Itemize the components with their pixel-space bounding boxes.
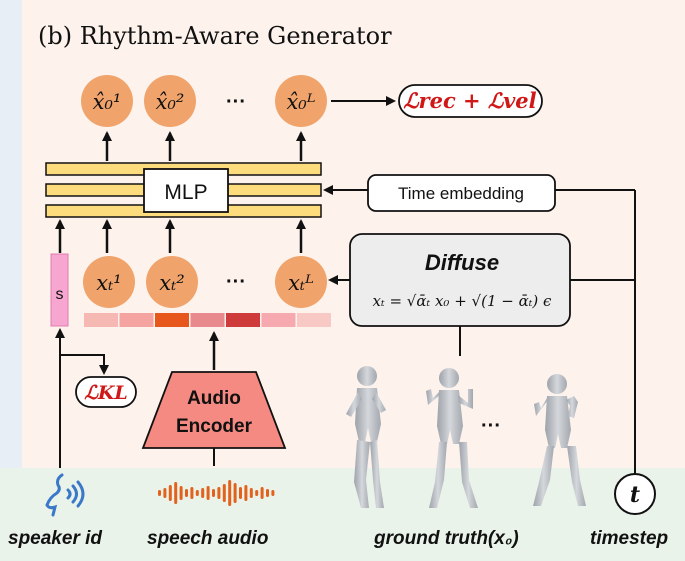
ground-truth-ellipsis: ··· bbox=[481, 415, 501, 437]
output-node-1: x̂₀¹ bbox=[81, 75, 133, 127]
mlp-label: MLP bbox=[164, 181, 207, 204]
timestep-label: timestep bbox=[590, 528, 668, 549]
timestep-node: t bbox=[614, 473, 656, 515]
output-node-L-label: x̂₀ᴸ bbox=[286, 90, 315, 114]
ground-truth-figure-2 bbox=[426, 368, 478, 508]
waveform-bar bbox=[239, 487, 242, 499]
waveform-bar bbox=[217, 487, 221, 499]
ground-truth-figure-1 bbox=[346, 366, 386, 508]
input-node-1-label: xₜ¹ bbox=[96, 271, 121, 295]
waveform-bar bbox=[266, 489, 269, 497]
input-node-1: xₜ¹ bbox=[83, 256, 135, 308]
kl-loss-label: ℒKL bbox=[84, 382, 128, 404]
ground-truth-label: ground truth(x₀) bbox=[373, 528, 519, 549]
audio-feature-segment bbox=[297, 313, 331, 327]
audio-feature-segment bbox=[119, 313, 154, 327]
mlp-block: MLP bbox=[45, 162, 322, 218]
rec-vel-loss-label: ℒrec + ℒvel bbox=[403, 88, 536, 113]
time-embedding-box: Time embedding bbox=[367, 174, 556, 212]
input-node-L: xₜᴸ bbox=[275, 256, 327, 308]
timestep-symbol: t bbox=[630, 482, 640, 508]
waveform-bar bbox=[168, 485, 172, 501]
waveform-bar bbox=[206, 486, 210, 500]
speaker-icon bbox=[45, 473, 85, 517]
audio-encoder-line1: Audio bbox=[187, 388, 241, 409]
waveform-bar bbox=[174, 482, 178, 504]
waveform-bar bbox=[244, 485, 248, 501]
input-node-L-label: xₜᴸ bbox=[288, 271, 314, 295]
diffuse-title: Diffuse bbox=[425, 250, 499, 275]
waveform-bar bbox=[233, 483, 237, 503]
input-node-2-label: xₜ² bbox=[159, 271, 184, 295]
speaker-token-label: s bbox=[56, 286, 64, 303]
output-node-2: x̂₀² bbox=[144, 75, 196, 127]
waveform-bar bbox=[163, 488, 167, 498]
audio-feature-strip bbox=[84, 313, 331, 327]
speaker-token: s bbox=[50, 253, 69, 327]
speech-audio-label: speech audio bbox=[147, 528, 268, 549]
input-node-2: xₜ² bbox=[146, 256, 198, 308]
diffuse-formula: xₜ = √ᾱₜ x₀ + √(1 − ᾱₜ) ϵ bbox=[373, 292, 553, 310]
panel-title: (b) Rhythm-Aware Generator bbox=[38, 22, 392, 50]
waveform-bar bbox=[185, 489, 188, 497]
ground-truth-figure-3 bbox=[533, 374, 586, 506]
waveform-bar bbox=[212, 489, 215, 497]
rec-vel-loss-box: ℒrec + ℒvel bbox=[398, 84, 543, 118]
output-node-2-label: x̂₀² bbox=[156, 90, 185, 114]
waveform-bar bbox=[255, 490, 259, 496]
audio-feature-segment bbox=[226, 313, 260, 327]
waveform-bar bbox=[190, 487, 194, 499]
audio-feature-segment bbox=[155, 313, 189, 327]
kl-loss-box: ℒKL bbox=[75, 376, 137, 408]
output-node-L: x̂₀ᴸ bbox=[275, 75, 327, 127]
audio-feature-segment bbox=[261, 313, 296, 327]
audio-encoder: Audio Encoder bbox=[141, 371, 287, 449]
waveform-bar bbox=[179, 486, 183, 500]
time-embedding-label: Time embedding bbox=[398, 184, 524, 203]
speech-waveform-icon bbox=[158, 480, 275, 506]
audio-encoder-line2: Encoder bbox=[176, 416, 253, 437]
input-ellipsis: ··· bbox=[226, 271, 246, 293]
bottom-band bbox=[0, 468, 685, 561]
waveform-bar bbox=[222, 484, 226, 502]
audio-feature-segment bbox=[190, 313, 225, 327]
audio-feature-segment bbox=[84, 313, 118, 327]
waveform-bar bbox=[195, 490, 199, 496]
waveform-bar bbox=[158, 490, 161, 496]
kl-branch-arrow bbox=[60, 354, 109, 375]
waveform-bar bbox=[228, 480, 232, 506]
speaker-id-label: speaker id bbox=[8, 528, 102, 549]
waveform-bar bbox=[271, 490, 275, 496]
output-ellipsis: ··· bbox=[226, 91, 246, 113]
waveform-bar bbox=[249, 488, 253, 498]
output-node-1-label: x̂₀¹ bbox=[93, 90, 122, 114]
waveform-bar bbox=[201, 488, 205, 498]
waveform-bar bbox=[260, 487, 264, 499]
diffuse-box: Diffuse xₜ = √ᾱₜ x₀ + √(1 − ᾱₜ) ϵ bbox=[349, 233, 571, 327]
left-strip bbox=[0, 0, 22, 468]
